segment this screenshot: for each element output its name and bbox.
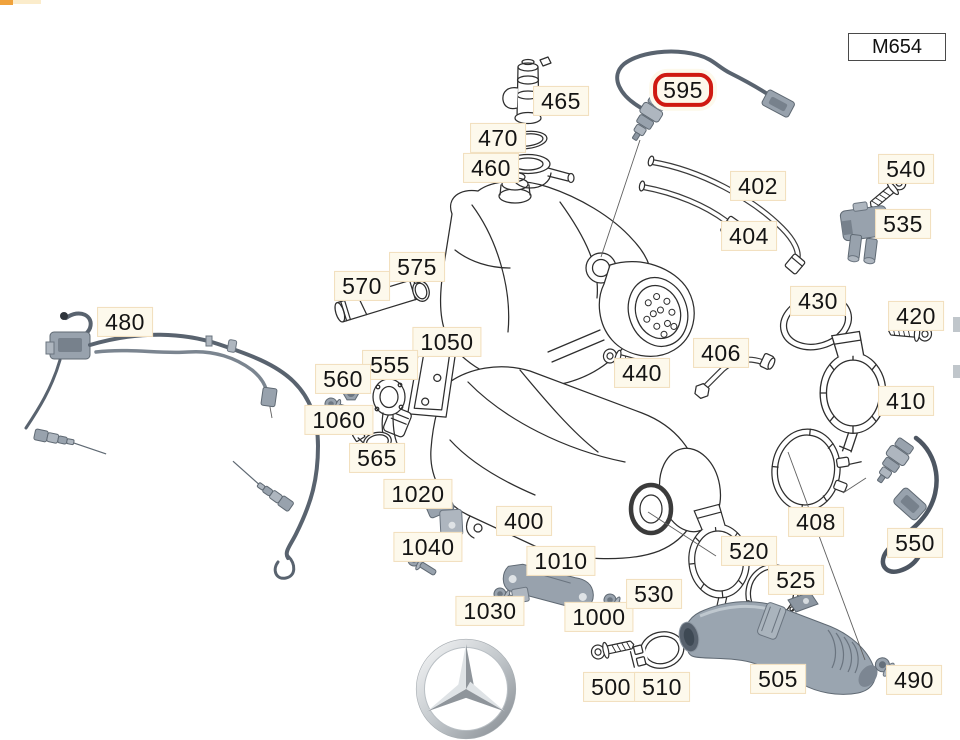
part-label-500[interactable]: 500	[583, 671, 639, 703]
part-label-404[interactable]: 404	[721, 220, 777, 252]
part-label-480[interactable]: 480	[97, 306, 153, 338]
part-label-1000[interactable]: 1000	[564, 601, 634, 633]
leader-lines	[647, 451, 866, 661]
part-drawing-550	[842, 435, 939, 574]
part-label-550[interactable]: 550	[887, 527, 943, 559]
part-label-460[interactable]: 460	[463, 152, 519, 184]
part-label-470[interactable]: 470	[470, 122, 526, 154]
part-label-430[interactable]: 430	[790, 285, 846, 317]
part-label-1040[interactable]: 1040	[393, 531, 463, 563]
part-label-1050[interactable]: 1050	[412, 326, 482, 358]
part-label-540[interactable]: 540	[878, 153, 934, 185]
edge-artifact	[953, 317, 960, 378]
mercedes-logo	[415, 638, 517, 740]
part-label-510[interactable]: 510	[634, 671, 690, 703]
part-label-408[interactable]: 408	[788, 506, 844, 538]
part-label-575[interactable]: 575	[389, 251, 445, 283]
part-drawing-505	[678, 591, 878, 695]
part-label-555[interactable]: 555	[362, 349, 418, 381]
engine-code-badge: M654	[848, 33, 946, 61]
part-label-595[interactable]: 595	[653, 72, 713, 108]
part-label-1030[interactable]: 1030	[455, 595, 525, 627]
part-label-440[interactable]: 440	[614, 357, 670, 389]
part-label-570[interactable]: 570	[334, 270, 390, 302]
part-label-400[interactable]: 400	[496, 505, 552, 537]
part-label-465[interactable]: 465	[533, 85, 589, 117]
part-label-1060[interactable]: 1060	[304, 404, 374, 436]
part-drawing-510	[629, 631, 685, 669]
part-label-410[interactable]: 410	[878, 385, 934, 417]
part-drawing-402	[647, 155, 806, 275]
part-drawing-595	[600, 49, 795, 258]
part-label-560[interactable]: 560	[315, 363, 371, 395]
corner-artifact	[0, 0, 41, 5]
part-label-535[interactable]: 535	[875, 208, 931, 240]
part-label-530[interactable]: 530	[626, 578, 682, 610]
part-drawing-408	[771, 428, 862, 512]
part-label-406[interactable]: 406	[693, 337, 749, 369]
part-label-1020[interactable]: 1020	[383, 478, 453, 510]
part-label-505[interactable]: 505	[750, 663, 806, 695]
part-label-565[interactable]: 565	[349, 442, 405, 474]
part-drawing-480	[24, 311, 321, 580]
part-label-520[interactable]: 520	[721, 535, 777, 567]
part-label-1010[interactable]: 1010	[526, 545, 596, 577]
part-label-490[interactable]: 490	[886, 664, 942, 696]
part-label-402[interactable]: 402	[730, 170, 786, 202]
part-label-525[interactable]: 525	[768, 564, 824, 596]
part-label-420[interactable]: 420	[888, 300, 944, 332]
